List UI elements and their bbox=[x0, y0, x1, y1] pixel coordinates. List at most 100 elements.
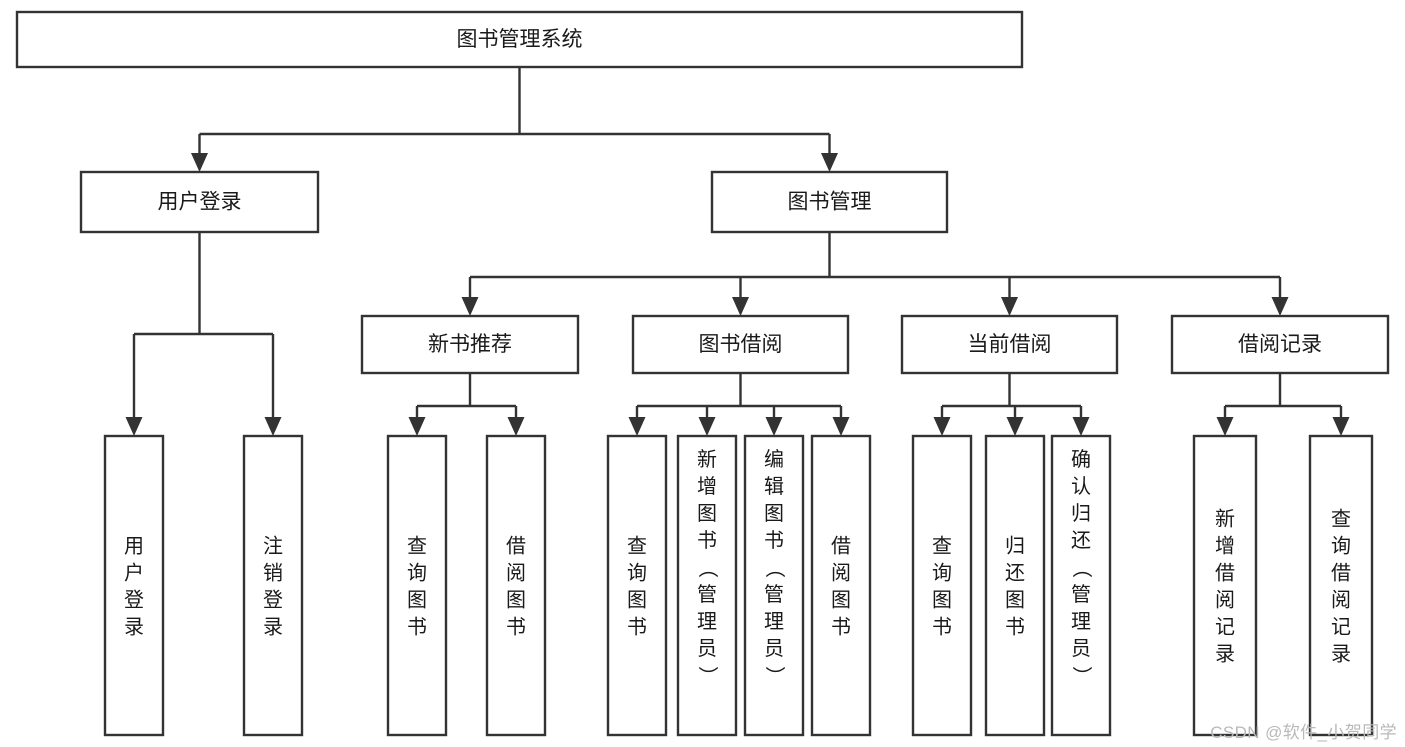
node-label-book-borrow: 图书借阅 bbox=[699, 333, 783, 356]
root-branch-1-arrowhead bbox=[821, 153, 838, 172]
svg-text:理: 理 bbox=[1071, 611, 1091, 633]
svg-text:员: 员 bbox=[764, 638, 784, 660]
node-label-new-book-recommend: 新书推荐 bbox=[428, 333, 512, 356]
svg-text:户: 户 bbox=[124, 562, 144, 585]
node-label-borrow-record: 借阅记录 bbox=[1238, 333, 1322, 356]
node-label-current-borrow: 当前借阅 bbox=[968, 333, 1052, 356]
svg-text:图: 图 bbox=[407, 590, 427, 612]
svg-text:录: 录 bbox=[1215, 644, 1235, 666]
node-box-borrow-query-book[interactable] bbox=[606, 434, 668, 737]
svg-text:归: 归 bbox=[1005, 535, 1025, 558]
svg-text:还: 还 bbox=[1005, 562, 1025, 585]
svg-text:）: ） bbox=[696, 666, 719, 686]
node-label-book-manage: 图书管理 bbox=[788, 191, 872, 214]
node-label-user-login: 用户登录 bbox=[158, 191, 242, 214]
svg-text:管: 管 bbox=[764, 583, 784, 606]
svg-text:员: 员 bbox=[697, 638, 717, 660]
svg-text:查: 查 bbox=[627, 535, 647, 558]
svg-text:图: 图 bbox=[697, 503, 717, 525]
svg-text:注: 注 bbox=[263, 535, 283, 558]
node-box-recommend-borrow-book[interactable] bbox=[485, 434, 547, 737]
svg-text:书: 书 bbox=[831, 616, 851, 639]
svg-text:借: 借 bbox=[1215, 562, 1235, 585]
svg-text:书: 书 bbox=[697, 529, 717, 552]
svg-text:询: 询 bbox=[932, 562, 952, 585]
node-box-borrow-record[interactable] bbox=[1170, 314, 1390, 375]
svg-text:录: 录 bbox=[1331, 644, 1351, 666]
node-box-user-login[interactable] bbox=[79, 170, 320, 234]
svg-text:查: 查 bbox=[932, 535, 952, 558]
svg-text:询: 询 bbox=[1331, 535, 1351, 558]
node-box-new-book-recommend[interactable] bbox=[360, 314, 580, 375]
group-2-branch-1-arrowhead bbox=[1006, 417, 1024, 436]
svg-text:录: 录 bbox=[124, 617, 144, 639]
node-box-recommend-query-book[interactable] bbox=[386, 434, 448, 737]
node-box-user-logout[interactable] bbox=[242, 434, 304, 737]
svg-text:询: 询 bbox=[407, 562, 427, 585]
svg-text:借: 借 bbox=[506, 535, 526, 558]
node-box-current-return-book[interactable] bbox=[984, 434, 1046, 737]
book-manage-branch-3-arrowhead bbox=[1271, 297, 1289, 316]
svg-text:理: 理 bbox=[764, 611, 784, 633]
group-1-branch-1-arrowhead bbox=[698, 417, 716, 436]
root-branch-0-arrowhead bbox=[191, 153, 208, 172]
svg-text:图: 图 bbox=[506, 590, 526, 612]
group-0-branch-0-arrowhead bbox=[408, 417, 426, 436]
node-box-borrow-edit-book[interactable] bbox=[743, 434, 805, 737]
group-0-branch-1-arrowhead bbox=[507, 417, 525, 436]
node-box-current-borrow[interactable] bbox=[900, 314, 1119, 375]
svg-text:书: 书 bbox=[764, 529, 784, 552]
svg-text:管: 管 bbox=[1071, 583, 1091, 606]
svg-text:书: 书 bbox=[506, 616, 526, 639]
user-login-branch-0-arrowhead bbox=[125, 417, 143, 436]
svg-text:）: ） bbox=[763, 666, 786, 686]
node-box-record-query[interactable] bbox=[1308, 434, 1374, 737]
svg-text:用: 用 bbox=[124, 536, 144, 558]
svg-text:查: 查 bbox=[407, 535, 427, 558]
svg-text:图: 图 bbox=[764, 503, 784, 525]
svg-text:理: 理 bbox=[697, 611, 717, 633]
node-box-borrow-borrow-book[interactable] bbox=[810, 434, 872, 737]
svg-text:员: 员 bbox=[1071, 638, 1091, 660]
group-1-branch-3-arrowhead bbox=[832, 417, 850, 436]
node-box-record-add[interactable] bbox=[1192, 434, 1258, 737]
svg-text:）: ） bbox=[1070, 666, 1093, 686]
node-box-current-confirm-return[interactable] bbox=[1050, 434, 1112, 737]
group-2-branch-2-arrowhead bbox=[1072, 417, 1090, 436]
svg-text:增: 增 bbox=[1215, 535, 1235, 558]
svg-text:图: 图 bbox=[627, 590, 647, 612]
svg-text:借: 借 bbox=[831, 535, 851, 558]
svg-text:书: 书 bbox=[407, 616, 427, 639]
svg-text:登: 登 bbox=[124, 589, 144, 612]
svg-text:书: 书 bbox=[627, 616, 647, 639]
node-box-current-query-book[interactable] bbox=[911, 434, 973, 737]
svg-text:还: 还 bbox=[1071, 529, 1091, 552]
csdn-watermark: CSDN @软件_小贺同学 bbox=[1210, 723, 1397, 742]
svg-text:登: 登 bbox=[263, 589, 283, 612]
svg-text:阅: 阅 bbox=[831, 562, 851, 585]
svg-text:查: 查 bbox=[1331, 508, 1351, 531]
node-box-borrow-add-book[interactable] bbox=[676, 434, 738, 737]
svg-text:询: 询 bbox=[627, 562, 647, 585]
svg-text:记: 记 bbox=[1331, 616, 1351, 639]
node-box-book-borrow[interactable] bbox=[631, 314, 850, 375]
node-box-user-login-do[interactable] bbox=[103, 434, 165, 737]
node-box-book-manage[interactable] bbox=[710, 170, 949, 234]
svg-text:（: （ bbox=[763, 558, 786, 578]
svg-text:（: （ bbox=[696, 558, 719, 578]
book-manage-branch-2-arrowhead bbox=[1001, 297, 1018, 316]
node-box-root[interactable] bbox=[15, 10, 1024, 69]
svg-text:书: 书 bbox=[1005, 616, 1025, 639]
group-1-branch-0-arrowhead bbox=[628, 417, 646, 436]
group-2-branch-0-arrowhead bbox=[933, 417, 951, 436]
svg-text:图: 图 bbox=[1005, 590, 1025, 612]
user-login-branch-1-arrowhead bbox=[264, 417, 282, 436]
